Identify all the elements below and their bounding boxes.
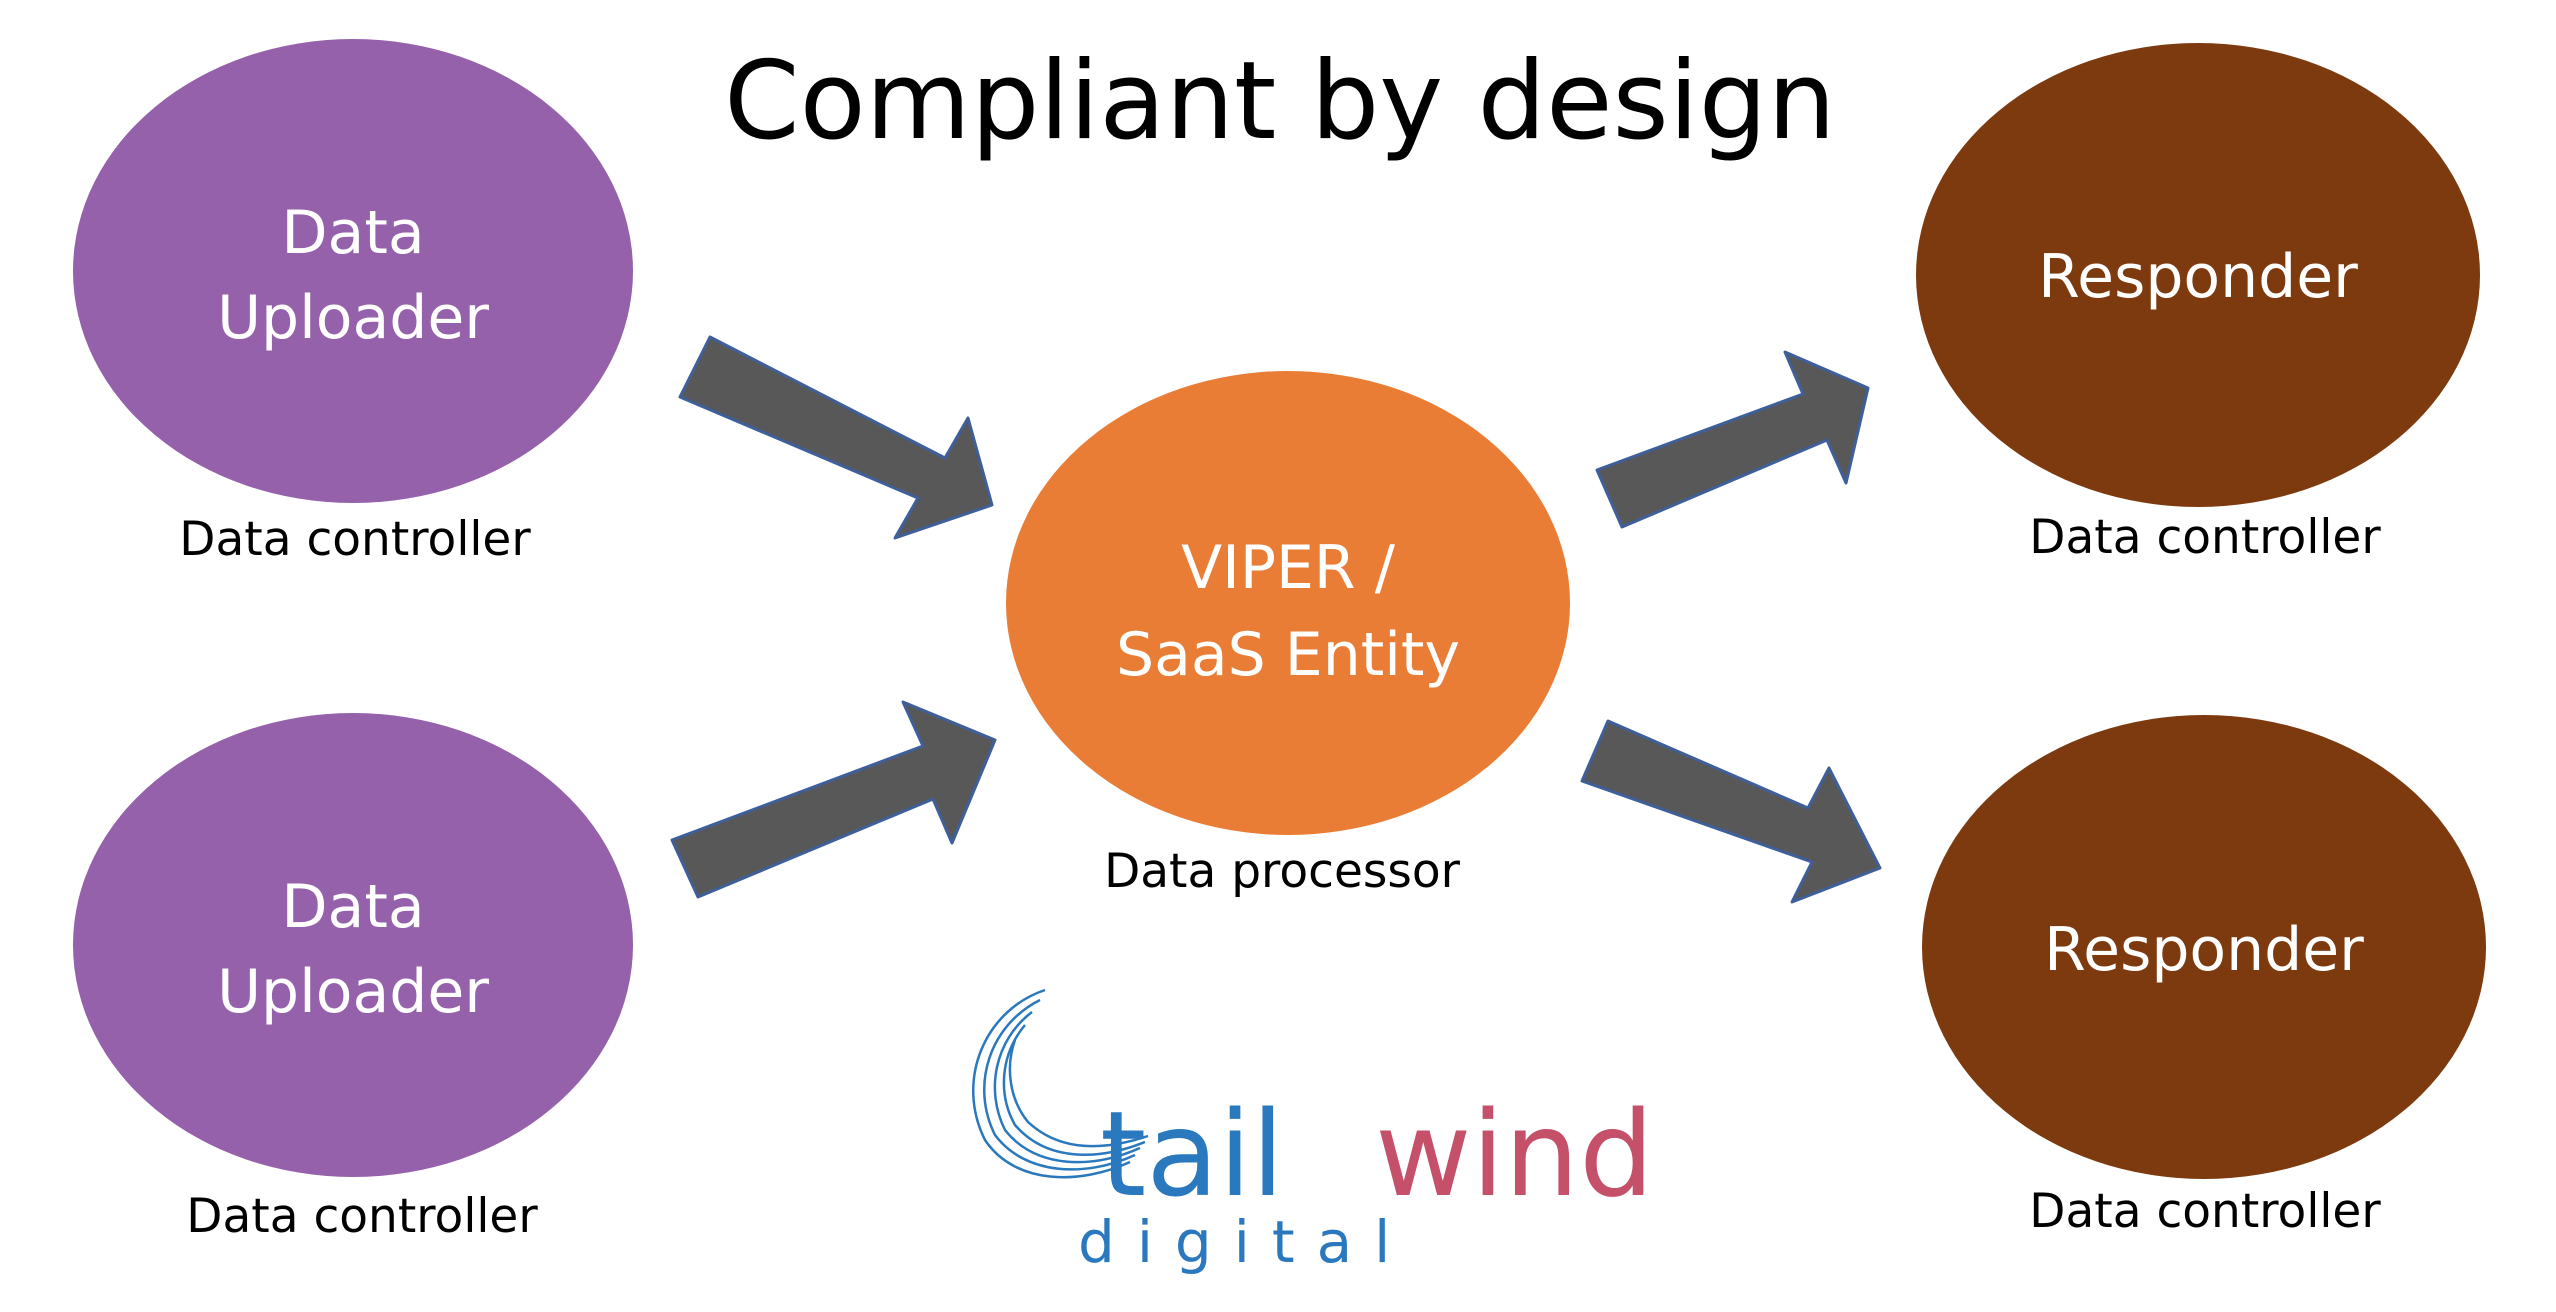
node-processor: VIPER / SaaS Entity Data processor <box>1006 371 1570 899</box>
uploader-bottom-role: Data controller <box>186 1189 538 1244</box>
responder-bottom-role: Data controller <box>2029 1184 2381 1239</box>
logo-subtitle: digital <box>1078 1208 1412 1276</box>
responder-top-ellipse <box>1916 43 2480 507</box>
logo-word-part2: wind <box>1375 1085 1654 1223</box>
processor-ellipse <box>1006 371 1570 835</box>
logo-word-part1: tail <box>1100 1085 1284 1223</box>
arrows-group <box>670 335 1882 904</box>
responder-top-label: Responder <box>2038 242 2358 312</box>
uploader-top-label-line2: Uploader <box>217 283 489 353</box>
uploader-top-label-line1: Data <box>281 198 424 268</box>
diagram-title: Compliant by design <box>724 39 1836 164</box>
processor-label-line1: VIPER / <box>1181 533 1396 603</box>
uploader-bottom-ellipse <box>73 713 633 1177</box>
tailwind-logo: tail wind digital <box>971 988 1654 1276</box>
uploader-top-role: Data controller <box>179 512 531 567</box>
node-responder-top: Responder Data controller <box>1916 43 2480 565</box>
node-uploader-bottom: Data Uploader Data controller <box>73 713 633 1244</box>
responder-top-role: Data controller <box>2029 510 2381 565</box>
processor-role: Data processor <box>1104 844 1461 899</box>
arrow-uploader-bottom-to-processor <box>670 700 997 899</box>
node-uploader-top: Data Uploader Data controller <box>73 39 633 567</box>
uploader-top-ellipse <box>73 39 633 503</box>
uploader-bottom-label-line2: Uploader <box>217 957 489 1027</box>
arrow-processor-to-responder-top <box>1595 350 1870 529</box>
processor-label-line2: SaaS Entity <box>1116 620 1460 690</box>
uploader-bottom-label-line1: Data <box>281 872 424 942</box>
logo-swirl-icon <box>971 988 1149 1179</box>
responder-bottom-ellipse <box>1922 715 2486 1179</box>
arrow-uploader-top-to-processor <box>678 335 994 540</box>
arrow-processor-to-responder-bottom <box>1580 719 1882 904</box>
node-responder-bottom: Responder Data controller <box>1922 715 2486 1239</box>
responder-bottom-label: Responder <box>2044 915 2364 985</box>
